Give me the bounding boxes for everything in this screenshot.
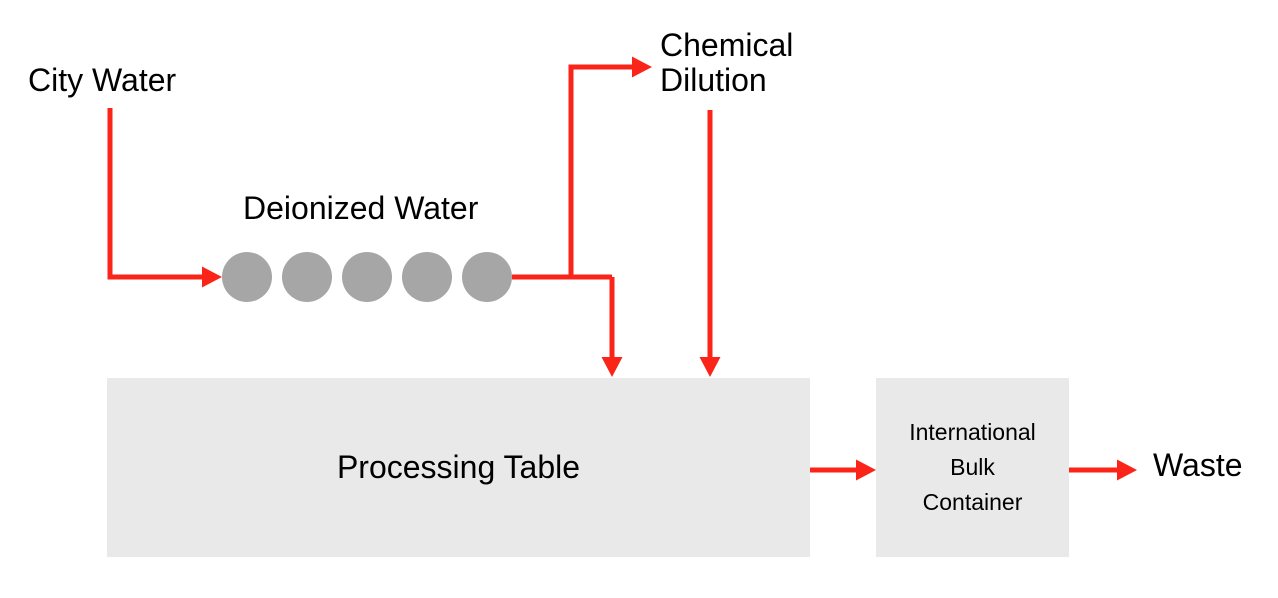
chemical-dilution-label-line1: Chemical: [660, 27, 794, 63]
processing-table-label: Processing Table: [336, 449, 581, 485]
ibc-label-line3: Container: [922, 489, 1023, 515]
waste-label: Waste: [1153, 447, 1243, 483]
arrowhead-deionized-to-processing-table: [601, 357, 623, 377]
arrowhead-chemical-to-processing-table: [699, 357, 721, 377]
ibc-label-line1: International: [909, 419, 1036, 445]
city-water-label: City Water: [28, 62, 177, 98]
deionized-water-circle: [282, 252, 332, 302]
flow-branch-to-chemical-dilution: [568, 64, 634, 277]
international-bulk-container-label: International Bulk Container: [909, 415, 1036, 520]
deionized-water-circle: [462, 252, 512, 302]
chemical-dilution-label-line2: Dilution: [660, 62, 767, 98]
deionized-water-circle: [342, 252, 392, 302]
processing-table-node: Processing Table: [107, 378, 810, 557]
ibc-label-line2: Bulk: [950, 454, 995, 480]
international-bulk-container-node: International Bulk Container: [876, 378, 1069, 557]
arrowhead-city-water-to-deionized-water: [202, 266, 222, 288]
arrowhead-processing-table-to-ibc: [856, 459, 876, 481]
deionized-water-label: Deionized Water: [243, 190, 479, 226]
deionized-water-circle: [222, 252, 272, 302]
deionized-water-circle: [402, 252, 452, 302]
chemical-dilution-label: Chemical Dilution: [660, 28, 793, 98]
deionized-water-circles: [222, 252, 512, 302]
arrowhead-to-chemical-dilution: [632, 56, 652, 78]
flow-city-water-to-deionized-water: [107, 108, 204, 280]
arrowhead-ibc-to-waste: [1117, 459, 1137, 481]
